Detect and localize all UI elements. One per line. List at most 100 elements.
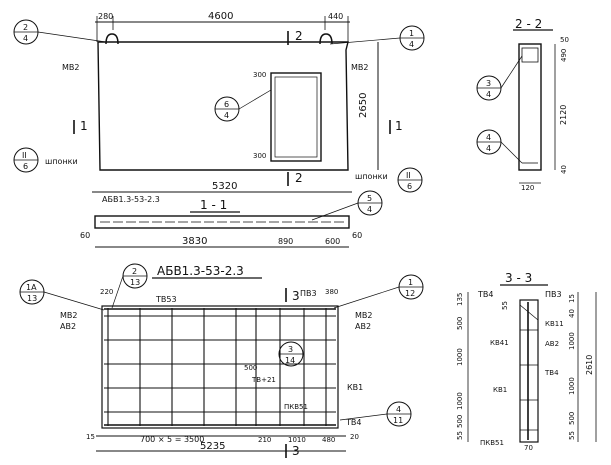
dim-55: 55: [568, 431, 576, 440]
section-mark-3-top: 3: [292, 289, 300, 303]
mark-shponki-right: шпонки: [355, 172, 388, 181]
mark-500: 500: [244, 364, 257, 372]
section-1-1-body: [94, 215, 350, 229]
callout-1-4: 1 4: [329, 25, 425, 51]
svg-text:3: 3: [486, 79, 491, 88]
mark-av2-left: АВ2: [60, 322, 76, 331]
svg-text:1: 1: [409, 29, 414, 38]
rebar-hook: [519, 304, 539, 321]
dim-440: 440: [328, 12, 343, 21]
svg-text:5: 5: [367, 194, 372, 203]
svg-text:3: 3: [288, 345, 293, 354]
section-2-2-body: [518, 43, 542, 171]
dim-55-b: 55: [456, 431, 464, 440]
callout-6-4: 6 4: [214, 89, 272, 122]
mark-tv21: ТВ+21: [251, 376, 276, 384]
svg-text:4: 4: [224, 111, 229, 120]
plan-view: 280 4600 440 300 300 2650 5320 МВ2 МВ2 ш…: [13, 11, 425, 193]
dim-1000-b: 1000: [456, 392, 464, 410]
mark-av2: АВ2: [545, 340, 559, 348]
dim-490: 490: [560, 49, 568, 62]
svg-text:4: 4: [486, 90, 491, 99]
dim-5320: 5320: [212, 181, 237, 192]
svg-text:4: 4: [367, 205, 372, 214]
svg-text:II: II: [406, 171, 411, 180]
frame-title: АБВ1.3-53-2.3: [157, 264, 244, 278]
frame-bars: [104, 308, 336, 426]
mark-pv3: ПВ3: [545, 290, 562, 299]
mark-shponki-left: шпонки: [45, 157, 78, 166]
dim-500-b: 500: [456, 415, 464, 428]
callout-2-4: 2 4: [13, 19, 107, 45]
section-1-1: 1 - 1 АБВ1.3-53-2.3 60 3830 890 600 60 5…: [80, 190, 383, 248]
svg-text:4: 4: [486, 144, 491, 153]
callout-4-4: 4 4: [476, 129, 523, 164]
svg-text:6: 6: [23, 162, 28, 171]
dim-4600: 4600: [208, 11, 233, 22]
dim-5235: 5235: [200, 441, 225, 452]
callout-II-6-left: II 6: [13, 147, 39, 173]
dim-2650: 2650: [358, 93, 369, 118]
dim-220: 220: [100, 288, 113, 296]
mark-av2-right: АВ2: [355, 322, 371, 331]
mark-mv2-left: МВ2: [60, 311, 77, 320]
mark-tv4-top: ТВ4: [477, 290, 493, 299]
dim-480: 480: [322, 436, 335, 444]
mark-kv41: КВ41: [490, 339, 509, 347]
section-1-1-label: АБВ1.3-53-2.3: [102, 195, 160, 204]
dim-210: 210: [258, 436, 271, 444]
dim-40: 40: [560, 165, 568, 174]
section-2-2-top-detail: [521, 47, 539, 63]
section-mark-1-right: 1: [395, 119, 403, 133]
mark-pv3: ПВ3: [300, 289, 317, 298]
svg-text:4: 4: [486, 133, 491, 142]
svg-text:12: 12: [405, 289, 415, 298]
mark-kv1: КВ1: [347, 383, 363, 392]
callout-4-11: 4 11: [339, 401, 412, 427]
dim-1000-a: 1000: [568, 332, 576, 350]
mark-mv2-right: МВ2: [355, 311, 372, 320]
mark-tv4: ТВ4: [345, 418, 361, 427]
section-2-2-title: 2 - 2: [515, 17, 542, 31]
dim-1010: 1010: [288, 436, 306, 444]
mark-mv2-left: МВ2: [62, 63, 79, 72]
dim-55: 55: [501, 301, 509, 310]
dim-380: 380: [325, 288, 338, 296]
dim-600: 600: [325, 237, 340, 246]
callout-1-12: 1 12: [333, 274, 424, 309]
mark-kv1: КВ1: [493, 386, 507, 394]
section-mark-2-bottom: 2: [295, 171, 303, 185]
mark-tv53: ТВ53: [155, 295, 177, 304]
section-3-3: 3 - 3 ТВ4 ПВ3 КВ11 КВ41 АВ2 КВ1 ТВ4 ПКВ5…: [456, 271, 597, 452]
svg-text:2: 2: [132, 267, 137, 276]
callout-3-14: 3 14: [278, 341, 304, 367]
dim-120: 120: [521, 184, 534, 192]
section-3-3-body: [519, 299, 539, 443]
dim-135: 135: [456, 293, 464, 306]
dim-20: 20: [350, 433, 359, 441]
svg-text:13: 13: [130, 278, 140, 287]
section-mark-1-left: 1: [80, 119, 88, 133]
frame-opening-zone: [255, 305, 339, 429]
callout-3-4: 3 4: [476, 55, 523, 101]
mark-pkv51: ПКВ51: [480, 439, 504, 447]
frame-outline: [101, 305, 339, 429]
dim-500: 500: [568, 412, 576, 425]
slab-outline: [97, 41, 349, 171]
mark-kv11: КВ11: [545, 320, 564, 328]
svg-text:1: 1: [408, 278, 413, 287]
svg-text:13: 13: [27, 294, 37, 303]
dim-2120: 2120: [559, 105, 568, 125]
mark-mv2-right: МВ2: [351, 63, 368, 72]
dim-15: 15: [86, 433, 95, 441]
dim-1000-a: 1000: [456, 348, 464, 366]
svg-text:4: 4: [396, 405, 401, 414]
dim-500: 500: [456, 317, 464, 330]
frame-view: АБВ1.3-53-2.3 220 380 МВ2 АВ2 ТВ53 ПВ3 М…: [19, 263, 424, 458]
dim-1000-b: 1000: [568, 377, 576, 395]
dim-15: 15: [568, 294, 576, 303]
svg-text:4: 4: [23, 34, 28, 43]
opening-inner: [274, 76, 318, 158]
dim-60-left: 60: [80, 231, 90, 240]
dim-3830: 3830: [182, 236, 207, 247]
